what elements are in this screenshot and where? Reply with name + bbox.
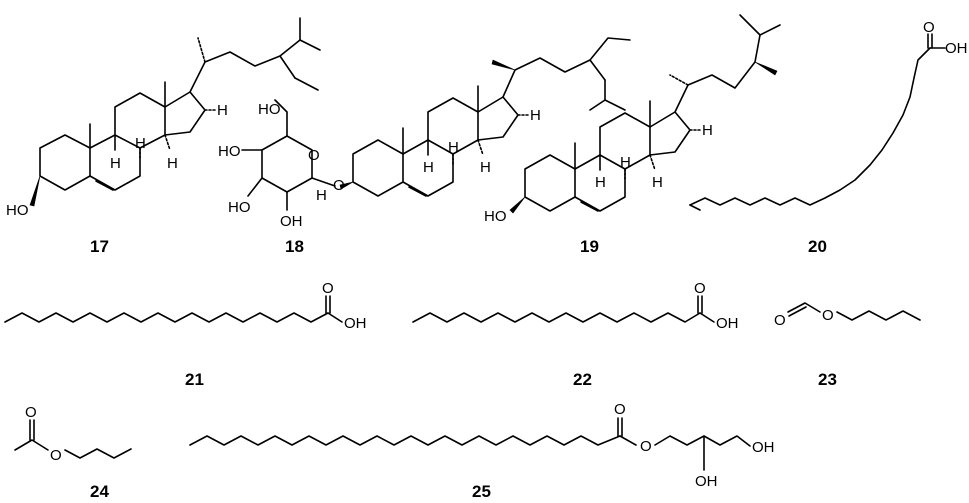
compound-18: HO HO HO OH O H O H H H H 18 xyxy=(218,37,631,256)
compound-number: 23 xyxy=(818,370,837,389)
compound-20: O OH 20 xyxy=(689,19,968,256)
hydroxyl-label: OH xyxy=(752,439,775,456)
h-label: H xyxy=(620,154,631,171)
carbonyl-oxygen-label: O xyxy=(25,404,37,421)
glycosidic-oxygen-label: O xyxy=(333,177,345,194)
hydroxyl-label: OH xyxy=(280,213,303,230)
compound-23: O O 23 xyxy=(774,302,921,389)
compound-number: 18 xyxy=(285,237,304,256)
h-label: H xyxy=(217,102,228,119)
ester-oxygen-label: O xyxy=(640,438,652,455)
hydroxyl-label: HO xyxy=(218,143,241,160)
compound-21: O OH 21 xyxy=(4,280,367,389)
carbonyl-oxygen-label: O xyxy=(614,401,626,418)
h-label: H xyxy=(480,159,491,176)
ring-oxygen-label: O xyxy=(308,147,320,164)
hydroxyl-label: HO xyxy=(484,208,507,225)
hydroxyl-label: OH xyxy=(716,315,739,332)
h-label: H xyxy=(167,155,178,172)
hydroxyl-label: HO xyxy=(228,199,251,216)
h-label: H xyxy=(652,174,663,191)
carbonyl-oxygen-label: O xyxy=(774,312,786,329)
carbonyl-oxygen-label: O xyxy=(322,280,334,297)
compound-25: O O OH OH 25 xyxy=(189,401,775,501)
h-label: H xyxy=(423,159,434,176)
ester-oxygen-label: O xyxy=(50,447,62,464)
compound-24: O O 24 xyxy=(14,404,132,501)
compound-number: 24 xyxy=(90,482,109,501)
hydroxyl-label: OH xyxy=(945,40,968,57)
h-label: H xyxy=(595,174,606,191)
hydroxyl-label: OH xyxy=(695,473,718,490)
h-label: H xyxy=(135,135,146,152)
h-label: H xyxy=(448,139,459,156)
compound-17: HO H H H H 17 xyxy=(6,17,321,256)
ester-oxygen-label: O xyxy=(822,307,834,324)
h-label: H xyxy=(110,155,121,172)
compound-number: 17 xyxy=(90,237,109,256)
h-label: H xyxy=(702,122,713,139)
carbonyl-oxygen-label: O xyxy=(694,280,706,297)
compound-number: 20 xyxy=(808,237,827,256)
hydroxyl-label: HO xyxy=(258,101,281,118)
compound-22: O OH 22 xyxy=(412,280,739,389)
compound-number: 21 xyxy=(185,370,204,389)
h-label: H xyxy=(530,107,541,124)
compound-19: HO H H H H 19 xyxy=(484,14,781,256)
compound-number: 22 xyxy=(573,370,592,389)
compound-number: 19 xyxy=(580,237,599,256)
h-label: H xyxy=(316,187,327,204)
hydroxyl-label: OH xyxy=(344,315,367,332)
hydroxyl-label: HO xyxy=(6,202,29,219)
carbonyl-oxygen-label: O xyxy=(923,19,935,36)
compound-number: 25 xyxy=(472,482,491,501)
